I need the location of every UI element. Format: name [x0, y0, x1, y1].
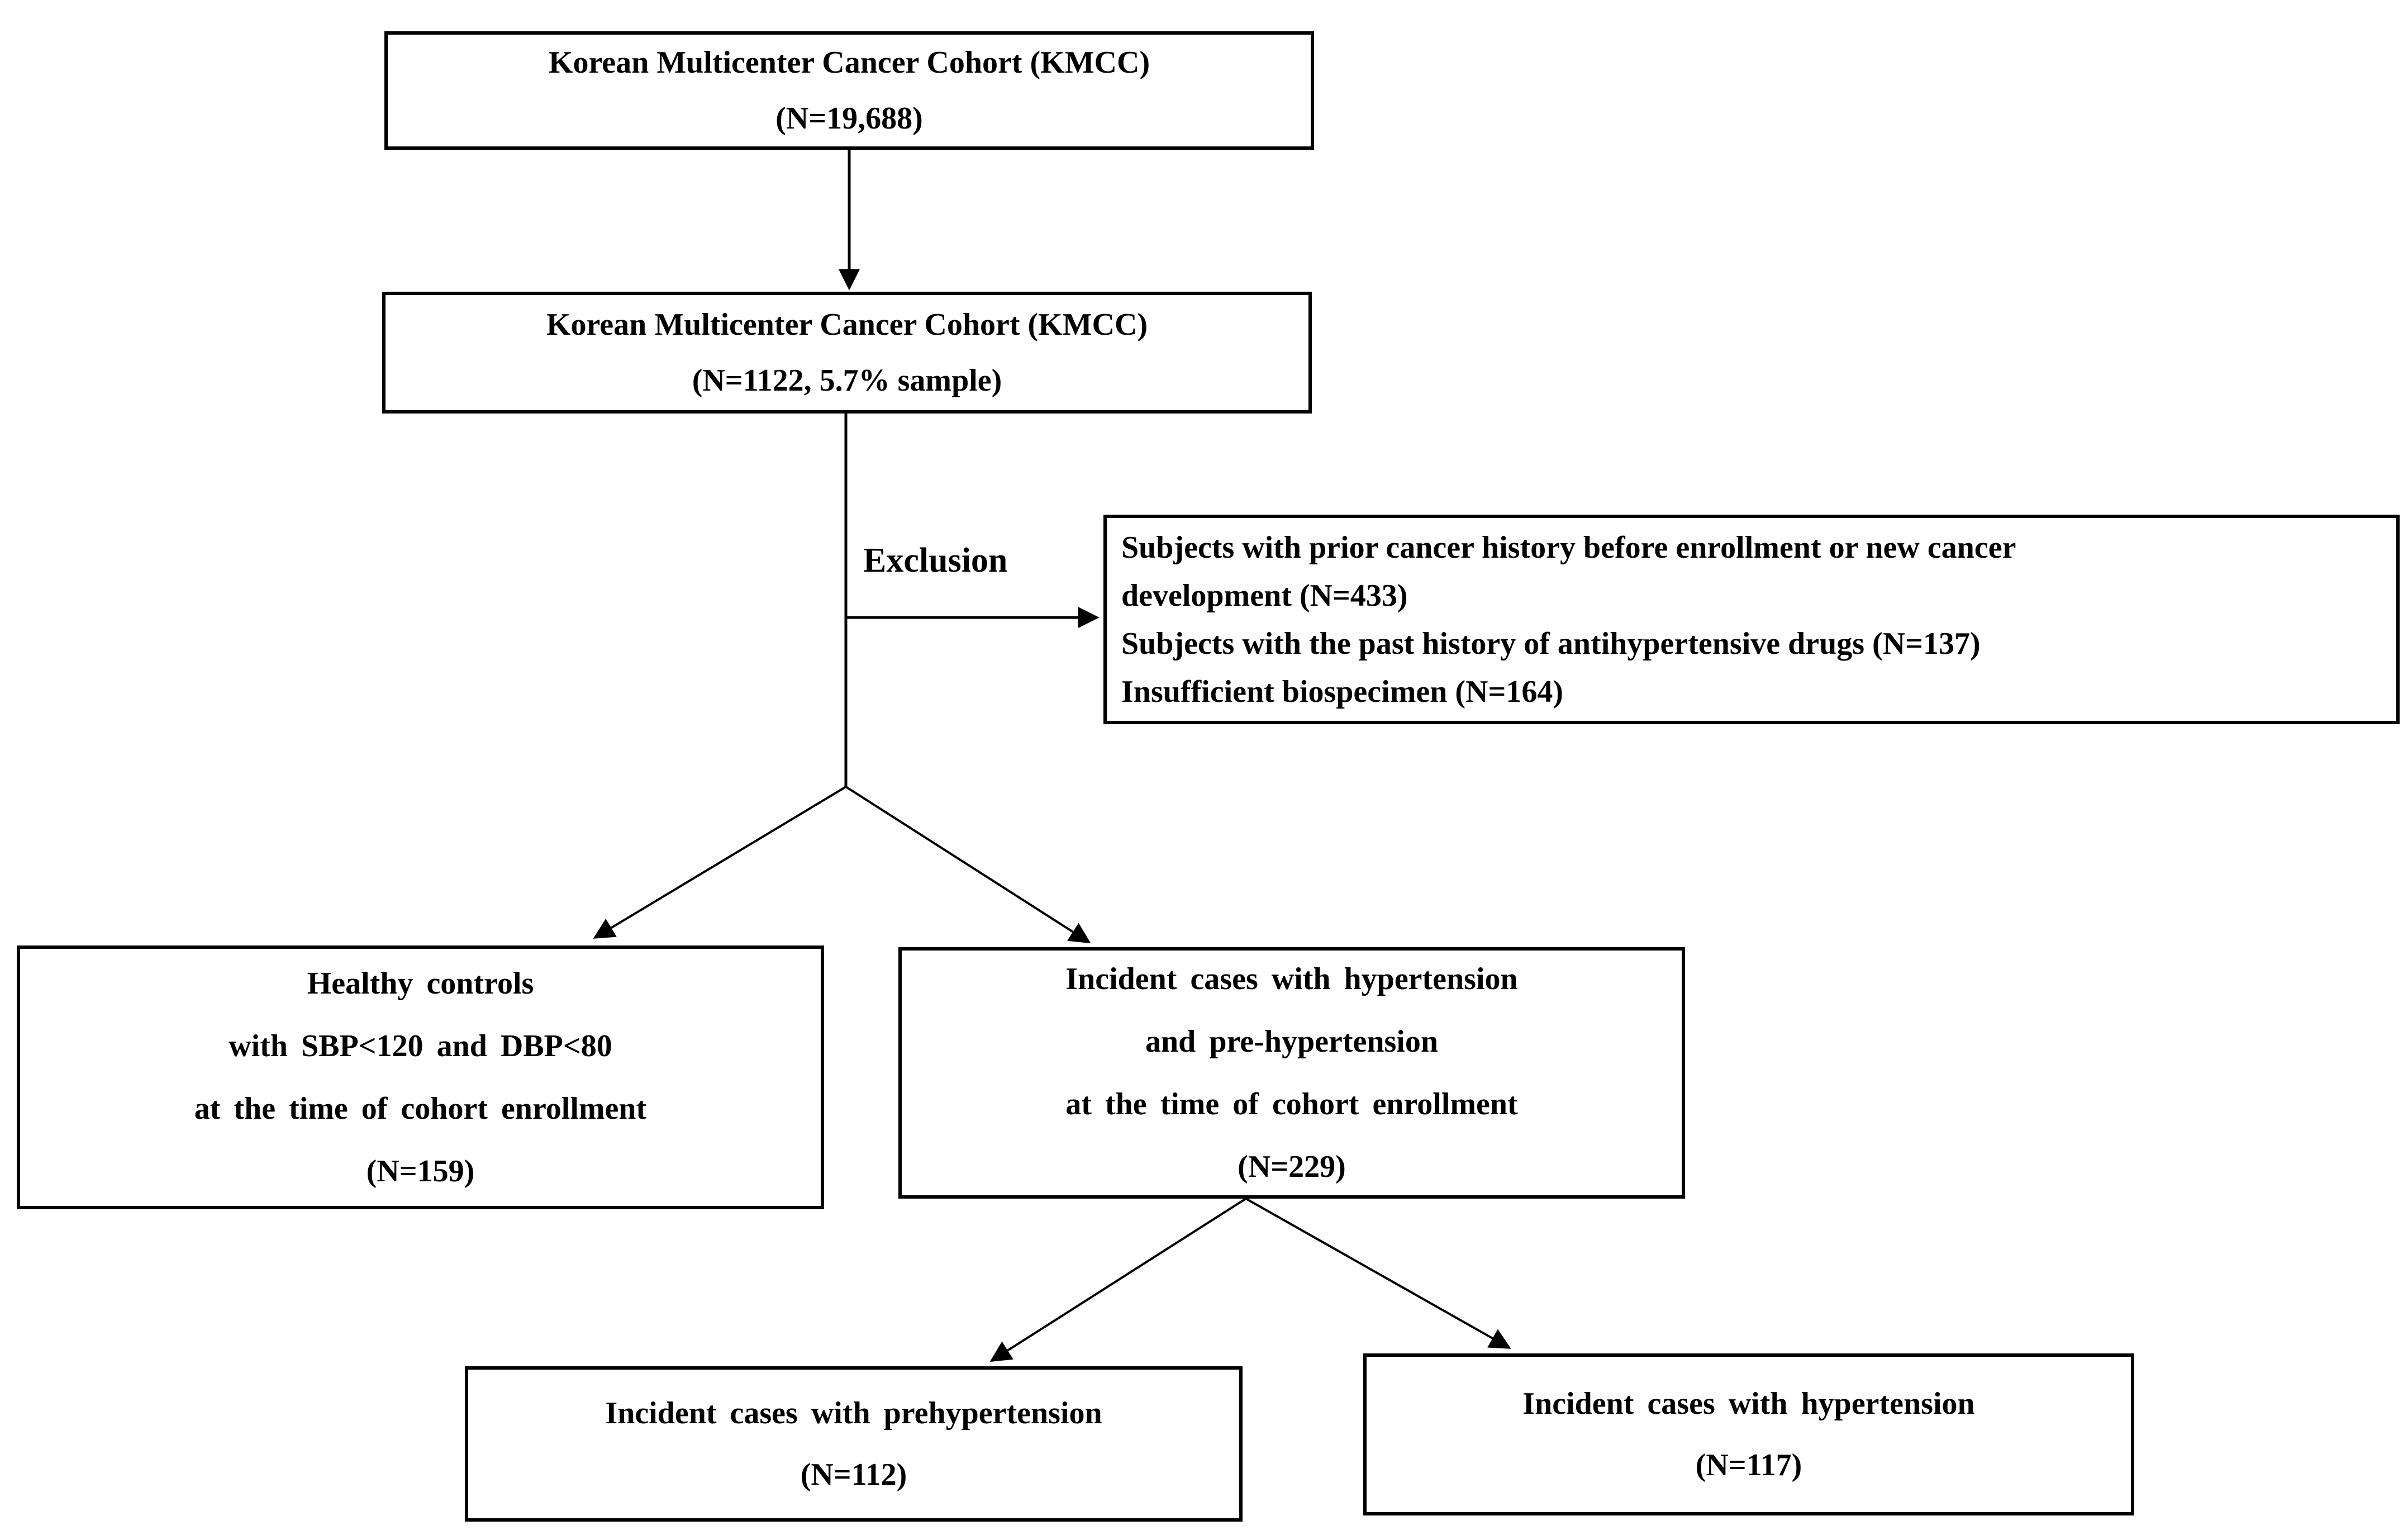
incident-combined-count: (N=229) — [1238, 1149, 1346, 1184]
healthy-controls-line2: with SBP<120 and DBP<80 — [229, 1029, 612, 1063]
incident-prehypertension-count: (N=112) — [800, 1457, 907, 1492]
incident-hypertension-count: (N=117) — [1695, 1448, 1802, 1483]
box-healthy-controls: Healthy controls with SBP<120 and DBP<80… — [17, 945, 824, 1209]
connector-incident-to-prehypertension — [989, 1198, 1247, 1362]
incident-combined-line2: and pre-hypertension — [1145, 1024, 1438, 1059]
kmcc-total-count: (N=19,688) — [775, 101, 923, 136]
connector-split-to-incident-combined — [845, 786, 1091, 944]
healthy-controls-line3: at the time of cohort enrollment — [194, 1091, 647, 1126]
box-incident-hypertension: Incident cases with hypertension (N=117) — [1363, 1353, 2134, 1515]
incident-hypertension-title: Incident cases with hypertension — [1522, 1386, 1975, 1421]
connector-incident-to-hypertension — [1245, 1198, 1511, 1349]
kmcc-total-title: Korean Multicenter Cancer Cohort (KMCC) — [548, 45, 1150, 80]
connector-split-to-healthy-controls — [593, 786, 847, 939]
incident-prehypertension-title: Incident cases with prehypertension — [605, 1396, 1102, 1431]
exclusion-label: Exclusion — [863, 541, 1008, 579]
kmcc-sample-title: Korean Multicenter Cancer Cohort (KMCC) — [546, 307, 1148, 342]
box-kmcc-sample: Korean Multicenter Cancer Cohort (KMCC) … — [382, 292, 1312, 414]
incident-combined-line1: Incident cases with hypertension — [1065, 962, 1518, 996]
box-incident-combined: Incident cases with hypertension and pre… — [898, 947, 1685, 1199]
box-kmcc-total: Korean Multicenter Cancer Cohort (KMCC) … — [384, 31, 1314, 150]
exclusion-item-cancer-line2: development (N=433) — [1121, 578, 1408, 613]
box-incident-prehypertension: Incident cases with prehypertension (N=1… — [465, 1366, 1243, 1522]
healthy-controls-count: (N=159) — [366, 1154, 475, 1189]
exclusion-item-cancer-line1: Subjects with prior cancer history befor… — [1121, 530, 2016, 565]
box-exclusion-criteria: Subjects with prior cancer history befor… — [1103, 515, 2400, 724]
healthy-controls-line1: Healthy controls — [307, 966, 534, 1001]
incident-combined-line3: at the time of cohort enrollment — [1065, 1087, 1518, 1122]
exclusion-item-antihypertensive-drugs: Subjects with the past history of antihy… — [1121, 626, 1981, 661]
kmcc-sample-count: (N=1122, 5.7% sample) — [692, 363, 1002, 398]
exclusion-item-insufficient-biospecimen: Insufficient biospecimen (N=164) — [1121, 674, 1563, 709]
